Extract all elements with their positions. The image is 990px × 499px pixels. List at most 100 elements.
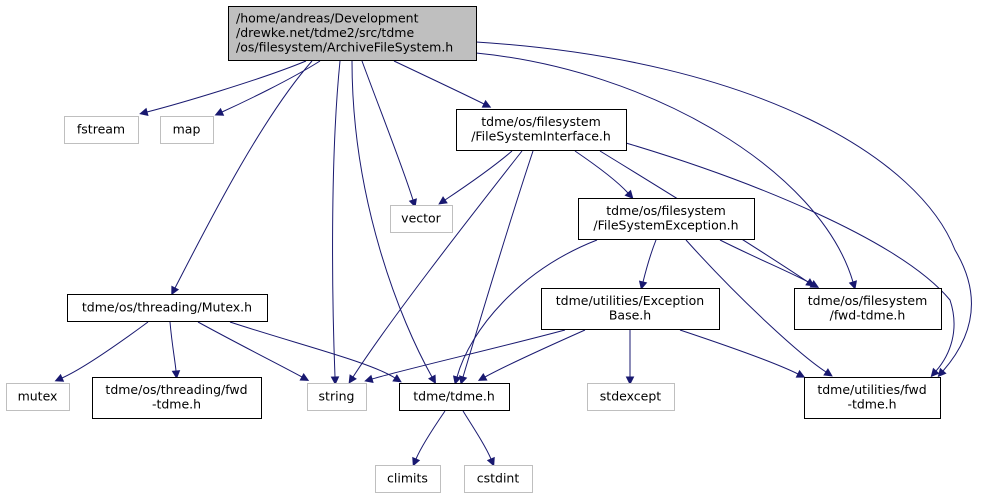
node-cstdint[interactable]: cstdint bbox=[464, 465, 533, 493]
node-label-line: /fwd-tdme.h bbox=[830, 308, 906, 323]
node-label-line: /drewke.net/tdme2/src/tdme bbox=[236, 25, 414, 40]
edge-fsexception-to-tdme_h bbox=[452, 239, 598, 385]
node-box bbox=[456, 109, 627, 151]
edge-line bbox=[197, 321, 303, 378]
edge-line bbox=[679, 329, 799, 375]
node-vector[interactable]: vector bbox=[390, 205, 453, 233]
edge-line bbox=[456, 239, 598, 378]
node-string[interactable]: string bbox=[307, 383, 367, 411]
edge-fsinterface-to-string bbox=[348, 150, 523, 384]
node-box bbox=[160, 116, 214, 144]
node-label-line: stdexcept bbox=[600, 388, 661, 403]
edge-line bbox=[415, 410, 446, 460]
node-box bbox=[375, 465, 441, 493]
node-label-line: /FileSystemException.h bbox=[593, 218, 738, 233]
arrowhead bbox=[412, 456, 421, 467]
edge-line bbox=[61, 321, 149, 379]
edge-mutex_h-to-mutex bbox=[54, 321, 149, 382]
edge-line bbox=[174, 60, 313, 289]
node-label-line: map bbox=[173, 121, 201, 136]
node-label-line: mutex bbox=[18, 388, 58, 403]
node-mutex-h[interactable]: tdme/os/threading/Mutex.h bbox=[67, 294, 268, 322]
edge-line bbox=[642, 239, 657, 283]
edge-root-to-vector bbox=[361, 60, 417, 208]
node-label-line: tdme/os/filesystem bbox=[481, 114, 601, 129]
edge-line bbox=[462, 150, 534, 378]
node-mutex[interactable]: mutex bbox=[6, 383, 70, 411]
arrowhead bbox=[330, 376, 340, 386]
arrowhead bbox=[171, 285, 180, 296]
edge-tdme_h-to-climits bbox=[412, 410, 446, 467]
nodes: /home/andreas/Development/drewke.net/tdm… bbox=[6, 6, 942, 493]
edge-root-to-mutex_h bbox=[171, 60, 313, 296]
edge-line bbox=[574, 150, 629, 194]
edge-root-to-util_fwd bbox=[475, 41, 972, 378]
arrowhead bbox=[477, 372, 488, 381]
node-tdme-h[interactable]: tdme/tdme.h bbox=[399, 383, 510, 411]
arrowhead bbox=[54, 373, 65, 382]
node-label-line: tdme/tdme.h bbox=[413, 388, 495, 403]
arrowhead bbox=[214, 107, 225, 116]
edge-mutex_h-to-string bbox=[197, 321, 310, 381]
node-fs-fwd[interactable]: tdme/os/filesystem/fwd-tdme.h bbox=[794, 288, 942, 330]
node-util-fwd[interactable]: tdme/utilities/fwd-tdme.h bbox=[804, 377, 941, 419]
node-box bbox=[578, 198, 755, 240]
arrowhead bbox=[481, 99, 492, 108]
arrowhead bbox=[795, 369, 806, 378]
node-box bbox=[390, 205, 453, 233]
arrowhead bbox=[348, 374, 357, 384]
edge-fsinterface-to-tdme_h bbox=[459, 150, 534, 385]
node-fstream[interactable]: fstream bbox=[64, 116, 139, 144]
edge-line bbox=[371, 329, 566, 380]
node-fsexception[interactable]: tdme/os/filesystem/FileSystemException.h bbox=[578, 198, 755, 240]
node-label-line: /os/filesystem/ArchiveFileSystem.h bbox=[236, 39, 453, 54]
edge-root-to-string bbox=[330, 60, 341, 386]
node-box bbox=[6, 383, 70, 411]
node-map[interactable]: map bbox=[160, 116, 214, 144]
edge-line bbox=[475, 41, 972, 372]
node-box bbox=[307, 383, 367, 411]
edge-line bbox=[685, 239, 827, 373]
edge-line bbox=[229, 321, 396, 379]
node-thr-fwd[interactable]: tdme/os/threading/fwd-tdme.h bbox=[92, 377, 262, 419]
edge-line bbox=[352, 150, 523, 378]
node-label-line: tdme/os/threading/fwd bbox=[105, 382, 247, 397]
node-label-line: -tdme.h bbox=[847, 397, 896, 412]
edge-line bbox=[146, 60, 307, 113]
arrowhead bbox=[427, 374, 436, 385]
edge-root-to-fstream bbox=[139, 60, 307, 117]
node-box bbox=[228, 6, 477, 61]
node-label-line: cstdint bbox=[477, 470, 520, 485]
node-fsinterface[interactable]: tdme/os/filesystem/FileSystemInterface.h bbox=[456, 109, 627, 151]
edge-line bbox=[475, 52, 854, 283]
edge-fsexception-to-fs_fwd bbox=[719, 239, 820, 288]
edge-fsexception-to-exbase bbox=[638, 239, 657, 290]
edge-exbase-to-string bbox=[364, 329, 566, 384]
edge-line bbox=[221, 60, 321, 113]
node-box bbox=[464, 465, 533, 493]
node-label-line: string bbox=[319, 388, 355, 403]
node-box bbox=[541, 288, 720, 330]
node-root[interactable]: /home/andreas/Development/drewke.net/tdm… bbox=[228, 6, 477, 61]
arrowhead bbox=[638, 280, 648, 290]
arrowhead bbox=[392, 374, 402, 383]
edge-line bbox=[625, 142, 955, 372]
arrowhead bbox=[823, 368, 833, 377]
edge-line bbox=[332, 60, 341, 378]
node-box bbox=[399, 383, 510, 411]
arrowhead bbox=[299, 372, 310, 381]
node-label-line: /FileSystemInterface.h bbox=[471, 129, 611, 144]
edge-exbase-to-tdme_h bbox=[477, 329, 586, 381]
edge-fsinterface-to-fsexception bbox=[574, 150, 634, 200]
edge-line bbox=[351, 60, 433, 378]
node-label-line: tdme/utilities/Exception bbox=[556, 293, 704, 308]
edge-line bbox=[484, 329, 586, 378]
node-climits[interactable]: climits bbox=[375, 465, 441, 493]
node-stdexcept[interactable]: stdexcept bbox=[587, 383, 675, 411]
edge-line bbox=[444, 150, 513, 201]
edge-root-to-fsinterface bbox=[393, 60, 492, 108]
edge-root-to-fs_fwd bbox=[475, 52, 857, 290]
edge-fsexception-to-util_fwd bbox=[685, 239, 833, 377]
